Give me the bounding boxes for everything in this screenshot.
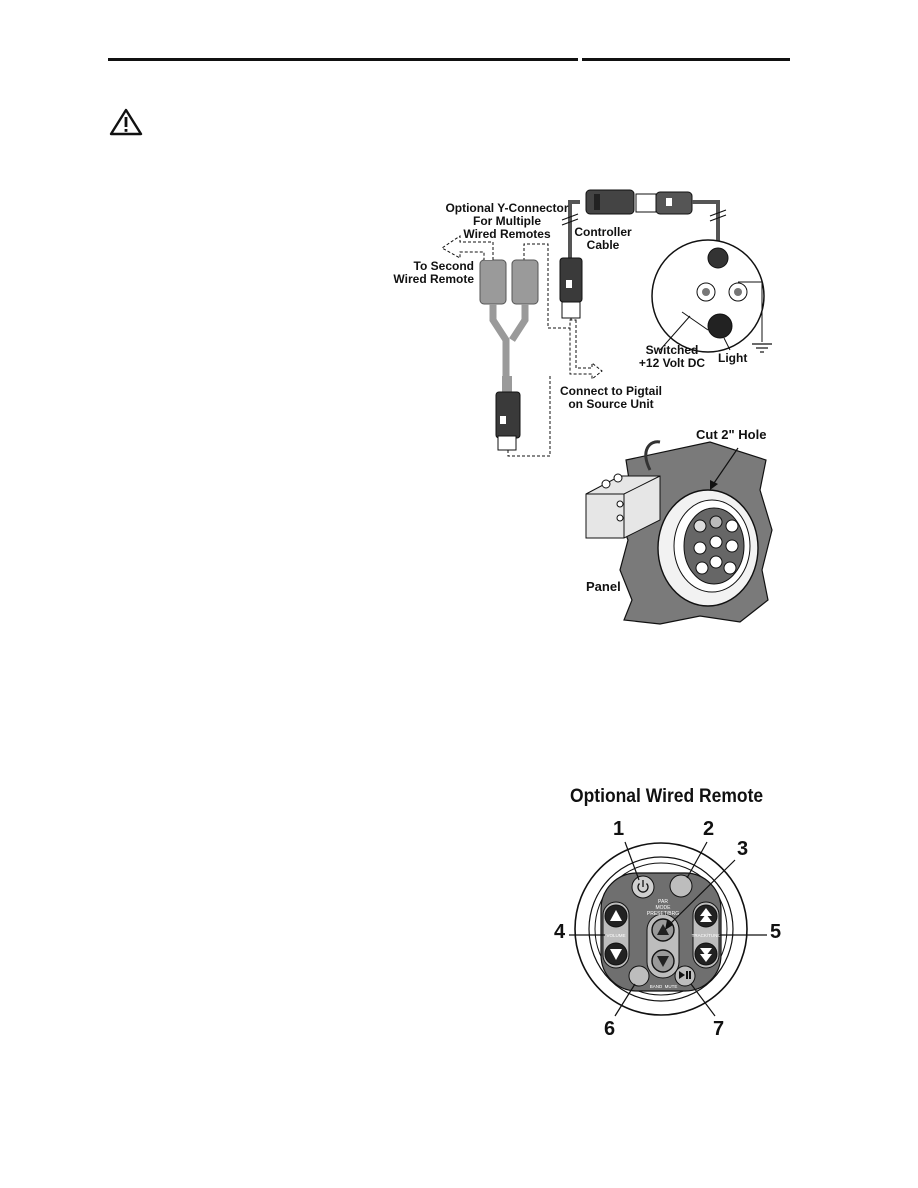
- remote-figure-title: Optional Wired Remote: [570, 786, 764, 807]
- mode-text: MODE: [656, 905, 672, 911]
- light-bulb: [707, 313, 733, 339]
- light-label: Light: [718, 351, 748, 365]
- callout-5: 5: [770, 921, 782, 943]
- pigtail-label: Connect to Pigtail on Source Unit: [560, 384, 662, 411]
- y-connector-plug: [495, 391, 521, 439]
- track-up-button[interactable]: [694, 904, 718, 928]
- wiring-diagram: [441, 189, 772, 457]
- preset-down-icon: [657, 956, 669, 967]
- double-up-icon: [700, 908, 712, 916]
- power-button[interactable]: [631, 875, 655, 899]
- preset-text: PRESET/BRG: [647, 911, 679, 917]
- wired-remote-diagram: PAR MODE PRESET/BRG VOLUME TRACK/TUNE BA…: [569, 841, 767, 1017]
- play-pause-button[interactable]: [674, 965, 696, 987]
- second-remote-label: To Second Wired Remote: [393, 259, 474, 286]
- dashed-arrow-second-remote: [441, 235, 494, 260]
- header-rule-right: [582, 58, 790, 61]
- triangle-down-icon: [610, 949, 622, 960]
- dashed-route-y: [507, 374, 551, 457]
- ground-symbol-icon: [752, 343, 772, 353]
- controller-cable-label: Controller Cable: [574, 225, 632, 252]
- track-text: TRACK/TUNE: [692, 933, 721, 938]
- cable-break-right: [709, 209, 727, 222]
- header-rule-mid: [446, 58, 578, 61]
- double-down-icon: [700, 948, 712, 956]
- panel-mount-illustration: [585, 440, 773, 625]
- volume-up-button[interactable]: [604, 904, 628, 928]
- track-down-button[interactable]: [694, 942, 718, 966]
- play-pause-icon: [679, 971, 685, 979]
- volume-down-button[interactable]: [604, 942, 628, 966]
- callout-3: 3: [737, 838, 749, 860]
- cut-hole-label: Cut 2" Hole: [696, 427, 767, 442]
- panel-label: Panel: [586, 579, 621, 594]
- power-icon: [637, 880, 649, 893]
- y-connector-leg-right: [511, 259, 539, 305]
- preset-up-button[interactable]: [651, 918, 675, 942]
- callout-2: 2: [703, 818, 715, 840]
- inline-connector-female: [585, 189, 635, 215]
- preset-down-button[interactable]: [651, 949, 675, 973]
- band-button[interactable]: [628, 965, 650, 987]
- dashed-arrow-pigtail: [569, 319, 603, 381]
- callout-6: 6: [604, 1018, 616, 1040]
- warning-triangle-icon: [109, 108, 143, 136]
- preset-up-icon: [657, 924, 669, 935]
- y-connector-label: Optional Y-Connector For Multiple Wired …: [445, 201, 569, 241]
- blank-button[interactable]: [669, 874, 693, 898]
- switched-label: Switched +12 Volt DC: [638, 343, 706, 370]
- mute-text: MUTE: [665, 984, 678, 989]
- par-text: PAR: [658, 899, 668, 905]
- cable-break-left: [561, 213, 579, 226]
- callout-4: 4: [554, 921, 566, 943]
- callout-7: 7: [713, 1018, 725, 1040]
- callout-1: 1: [613, 818, 625, 840]
- dashed-route-plug: [523, 243, 572, 329]
- band-text: BAND: [650, 984, 663, 989]
- y-connector-leg-left: [479, 259, 507, 305]
- volume-text: VOLUME: [606, 933, 625, 938]
- header-rule-left: [108, 58, 446, 61]
- inline-connector-male: [635, 193, 657, 213]
- triangle-up-icon: [610, 910, 622, 921]
